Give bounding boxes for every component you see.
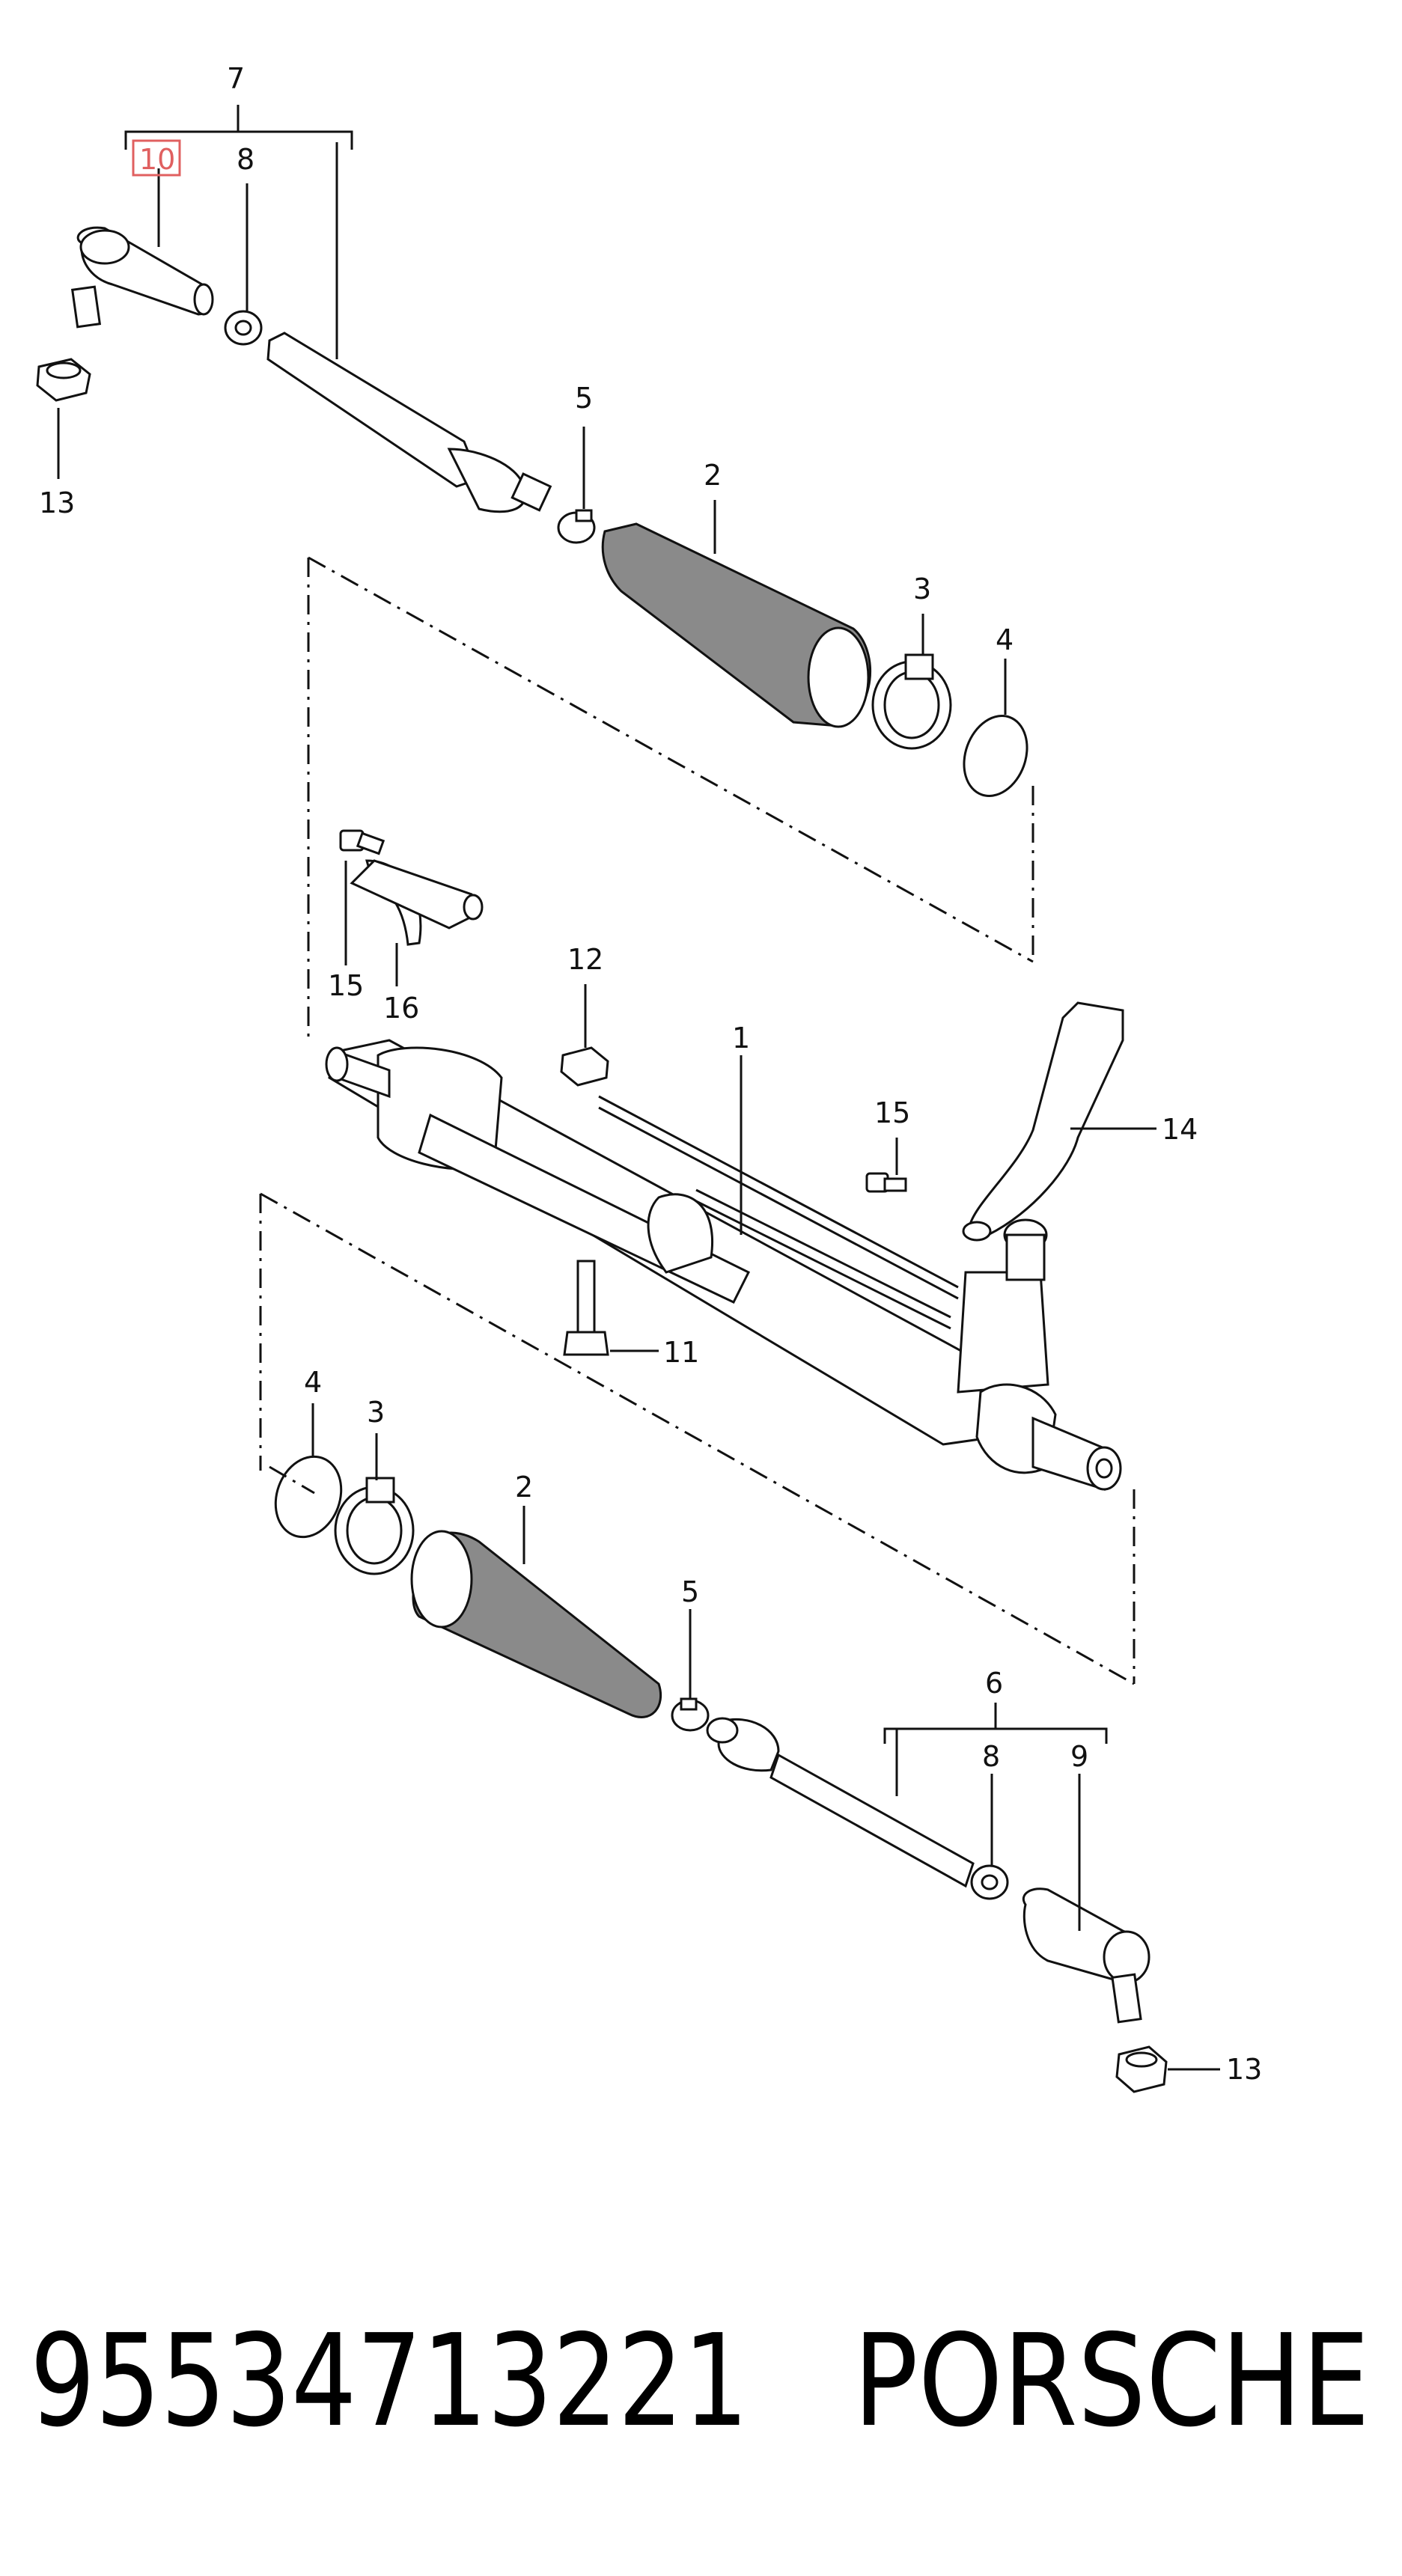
callout-15-left: 15 [328, 969, 364, 1002]
callout-8-bottom: 8 [982, 1740, 1000, 1773]
mounting-bracket-16 [350, 859, 484, 946]
callout-10: 10 [139, 143, 175, 176]
callout-13-top: 13 [39, 486, 75, 519]
top-tie-rod-assembly [36, 105, 1028, 797]
inner-tie-rod-bottom [706, 1717, 975, 1888]
band-clamp-3-bottom [334, 1477, 415, 1575]
bolt-15-right [865, 1172, 907, 1193]
clamp-5-top [557, 509, 596, 544]
callout-3-bottom: 3 [367, 1396, 385, 1429]
callout-11: 11 [663, 1336, 699, 1369]
callout-labels: 7 10 8 13 5 2 3 4 15 16 12 1 15 14 11 4 … [39, 62, 1262, 2086]
bolt-11 [563, 1260, 609, 1356]
callout-16: 16 [383, 992, 419, 1025]
callout-5-bottom: 5 [681, 1575, 699, 1608]
callout-10-highlight [132, 139, 181, 177]
callout-4-top: 4 [996, 623, 1014, 656]
callout-9: 9 [1070, 1740, 1088, 1773]
part-number: 95534713221 [30, 2307, 749, 2456]
callout-15-right: 15 [874, 1096, 910, 1129]
flange-nut-13-top [36, 358, 91, 402]
callout-5-top: 5 [575, 382, 593, 415]
callout-4-bottom: 4 [304, 1366, 322, 1399]
o-ring-4-bottom [274, 1455, 343, 1539]
tie-rod-end-9 [1022, 1887, 1150, 2024]
callout-13-bottom: 13 [1226, 2053, 1262, 2086]
lock-nut-8-bottom [970, 1864, 1009, 1900]
callout-2-top: 2 [704, 459, 722, 492]
callout-2-bottom: 2 [515, 1471, 533, 1504]
flange-nut-12 [560, 1046, 609, 1087]
band-clamp-3-top [871, 653, 952, 750]
bolt-15-left [339, 829, 385, 855]
brand-name: PORSCHE [853, 2307, 1370, 2456]
callout-8-top: 8 [237, 143, 255, 176]
callout-14: 14 [1162, 1113, 1198, 1146]
callout-7: 7 [227, 62, 245, 95]
inner-tie-rod-top [266, 332, 552, 513]
callout-3-top: 3 [913, 573, 931, 605]
o-ring-4-top [963, 715, 1028, 797]
boot-2-bottom [410, 1530, 662, 1718]
boot-2-top [601, 522, 872, 728]
flange-nut-13-bottom [1115, 2045, 1168, 2093]
rack-housing-1 [325, 1039, 1122, 1492]
clamp-5-bottom [671, 1697, 710, 1732]
heat-shield-14 [962, 1001, 1124, 1242]
callout-1: 1 [732, 1022, 750, 1054]
callout-6: 6 [985, 1667, 1003, 1700]
callout-12: 12 [567, 943, 603, 976]
lock-nut-8 [224, 310, 263, 346]
tie-rod-end-10 [70, 226, 214, 329]
